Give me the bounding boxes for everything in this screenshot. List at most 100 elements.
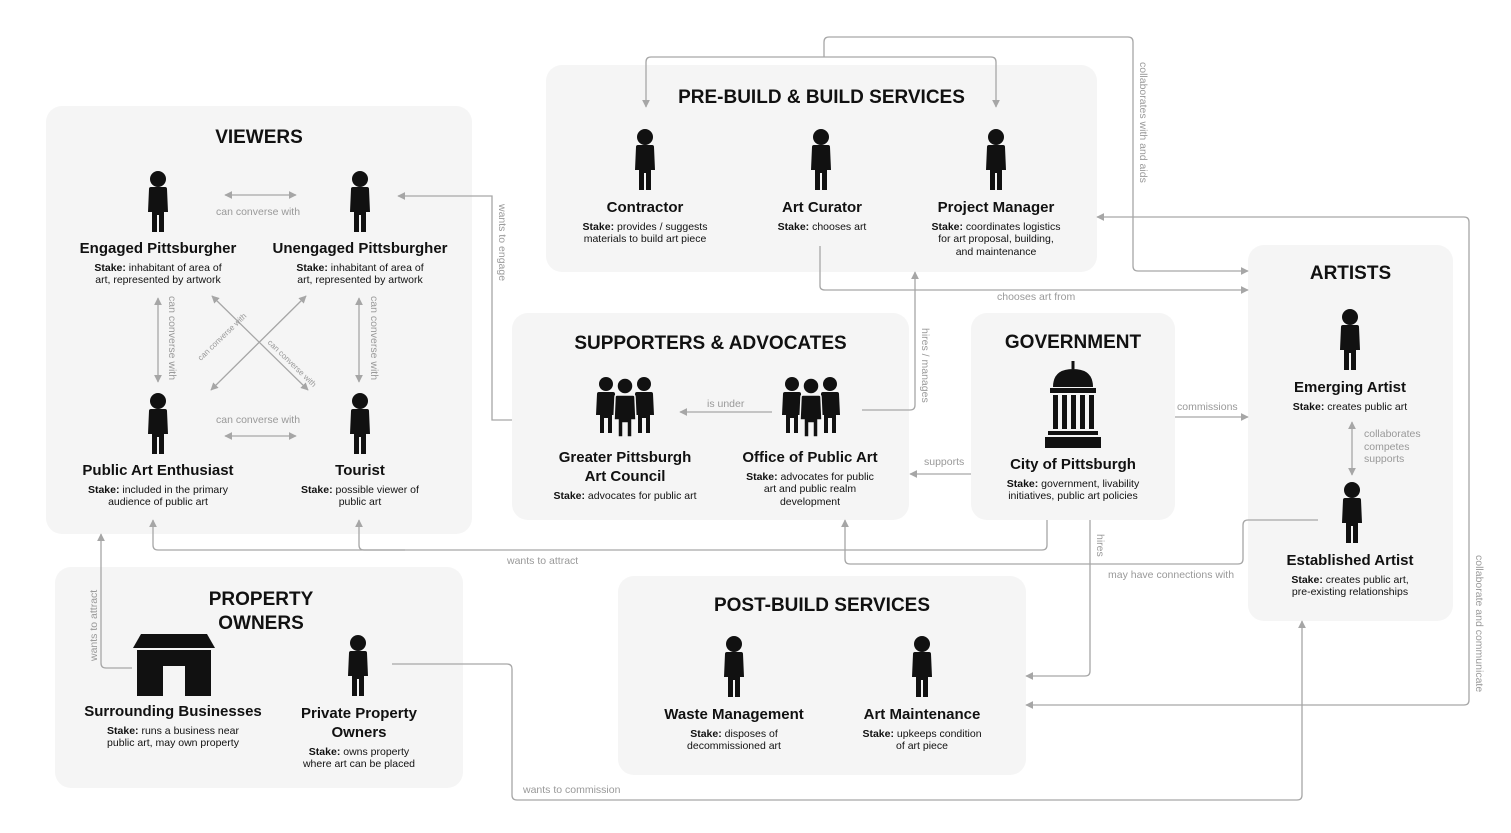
actor-engaged-pittsburgher: Engaged Pittsburgher Stake: inhabitant o…: [58, 240, 258, 287]
edge-label-hires: hires: [1094, 534, 1106, 557]
actor-name: Engaged Pittsburgher: [79, 240, 237, 257]
stake-text: art, represented by artwork: [95, 274, 221, 287]
edge-label-is-under: is under: [707, 398, 745, 410]
actor-art-maintenance: Art Maintenance Stake: upkeeps condition…: [847, 706, 997, 753]
edge-label-supports: supports: [924, 456, 965, 468]
stake-text: materials to build art piece: [583, 233, 707, 246]
group-icon-gpac: [596, 377, 654, 437]
stake-prefix: Stake:: [296, 261, 328, 274]
stake-text: inhabitant of area of: [125, 261, 222, 274]
person-icon-maintenance: [912, 636, 932, 697]
actor-emerging-artist: Emerging Artist Stake: creates public ar…: [1270, 379, 1430, 413]
stake-prefix: Stake:: [1291, 573, 1323, 586]
stake-text: decommissioned art: [687, 740, 781, 753]
edge-wants-commission: [392, 620, 1306, 801]
stake-text: chooses art: [809, 220, 867, 233]
actor-name-line1: Private Property: [301, 705, 417, 722]
stake-prefix: Stake:: [931, 220, 964, 233]
stake-text: art and public realm: [763, 483, 857, 496]
edge-label-converse-left: can converse with: [166, 296, 178, 381]
stake-prefix: Stake:: [553, 489, 586, 502]
edge-label-hires-manages: hires / manages: [919, 328, 931, 403]
postbuild-title: POST-BUILD SERVICES: [713, 595, 931, 616]
stake-text: creates public art,: [1322, 573, 1409, 586]
edge-wants-attract-tourist: [355, 519, 405, 551]
actor-stake: Stake: advocates for public art: [540, 490, 710, 503]
edge-label-wants-engage: wants to engage: [496, 204, 508, 282]
actor-name: City of Pittsburgh: [1010, 456, 1136, 473]
supporters-title: SUPPORTERS & ADVOCATES: [574, 333, 847, 354]
edge-label-artist-relations: collaborates competes supports: [1364, 428, 1444, 466]
stake-prefix: Stake:: [308, 745, 341, 758]
actor-name: Tourist: [335, 462, 385, 479]
actor-name: Waste Management: [664, 706, 804, 723]
edge-diag-unengaged-enthusiast: [210, 295, 307, 391]
stake-text: pre-existing relationships: [1291, 586, 1409, 599]
person-icon-emerging: [1340, 309, 1360, 370]
edge-label-collaborates: collaborates: [1364, 428, 1421, 440]
stake-text: development: [779, 495, 841, 508]
edge-prebuild-top-contractor: [642, 56, 824, 108]
stake-text: runs a business near: [138, 724, 239, 737]
stake-text: where art can be placed: [302, 758, 416, 771]
stake-text: coordinates logistics: [963, 220, 1061, 233]
edge-label-may-have-connections: may have connections with: [1108, 569, 1235, 581]
stake-prefix: Stake:: [777, 220, 810, 233]
actor-name: Contractor: [606, 199, 684, 216]
edge-label-commissions: commissions: [1177, 401, 1238, 413]
actor-name-line1: Greater Pittsburgh: [558, 449, 692, 466]
actor-art-curator: Art Curator Stake: chooses art: [752, 199, 892, 233]
person-icon-pm: [986, 129, 1006, 190]
edge-label-collaborates-aids: collaborates with and aids: [1137, 62, 1149, 183]
actor-office-of-public-art: Office of Public Art Stake: advocates fo…: [730, 449, 890, 509]
edge-label-businesses-attract: wants to attract: [88, 589, 100, 661]
edge-may-have-connections: [841, 519, 1318, 565]
stake-text: public art: [338, 496, 382, 509]
person-icon-private-owner: [348, 635, 368, 696]
actor-surrounding-businesses: Surrounding Businesses Stake: runs a bus…: [78, 703, 268, 750]
edge-label-competes: competes: [1364, 440, 1410, 453]
actor-stake: Stake: creates public art,pre-existing r…: [1265, 574, 1435, 599]
stake-prefix: Stake:: [862, 727, 894, 740]
actor-established-artist: Established Artist Stake: creates public…: [1265, 552, 1435, 599]
stake-text: possible viewer of: [332, 483, 419, 496]
actor-name-line2: Owners: [331, 723, 387, 741]
actor-name: Office of Public Art: [742, 449, 878, 466]
stake-text: government, livability: [1038, 477, 1140, 490]
stake-text: inhabitant of area of: [327, 261, 424, 274]
actor-stake: Stake: creates public art: [1270, 401, 1430, 414]
person-icon-unengaged: [350, 171, 370, 232]
edge-businesses-attract: [97, 533, 132, 669]
actor-public-art-enthusiast: Public Art Enthusiast Stake: included in…: [58, 462, 258, 509]
person-icon-tourist: [350, 393, 370, 454]
edge-wants-engage: [397, 192, 512, 421]
stake-text: art, represented by artwork: [297, 274, 423, 287]
edge-hires-manages: [862, 271, 919, 411]
edge-label-wants-commission: wants to commission: [523, 784, 621, 796]
edge-label-chooses-art: chooses art from: [997, 291, 1076, 303]
edge-chooses-art: [819, 246, 1249, 294]
stake-prefix: Stake:: [301, 483, 333, 496]
person-icon-established: [1342, 482, 1362, 543]
edge-label-collab-communicate: collaborate and communicate: [1473, 555, 1485, 693]
property-title-line2: OWNERS: [218, 612, 304, 634]
edge-label-supports: supports: [1364, 453, 1405, 466]
edge-label-converse-bottom: can converse with: [216, 414, 301, 426]
person-icon-enthusiast: [148, 393, 168, 454]
stake-text: public art, may own property: [107, 737, 239, 750]
actor-name: Unengaged Pittsburgher: [272, 240, 448, 257]
actor-name: Art Curator: [781, 199, 862, 216]
